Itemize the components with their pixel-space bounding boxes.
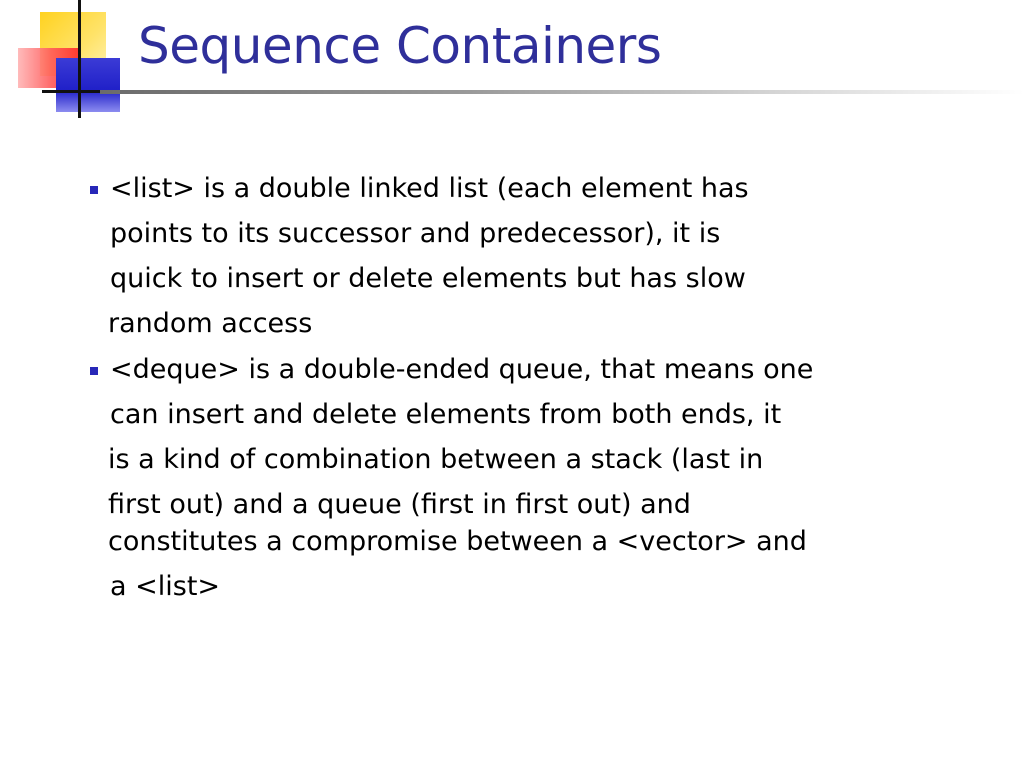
bullet-2-line-3: is a kind of combination between a stack… (108, 444, 764, 475)
title-underline (100, 90, 1024, 94)
bullet-1-line-3: quick to insert or delete elements but h… (110, 263, 746, 294)
slide-title: Sequence Containers (138, 17, 662, 75)
blue-square-decoration (56, 58, 120, 112)
bullet-2-line-5: constitutes a compromise between a <vect… (108, 526, 807, 557)
bullet-2-line-2: can insert and delete elements from both… (110, 399, 782, 430)
bullet-2-line-6: a <list> (110, 571, 221, 602)
decorative-squares-logo (0, 0, 140, 120)
horizontal-rule-decoration (42, 90, 140, 93)
bullet-1-line-4: random access (108, 308, 313, 339)
bullet-1-line-1: <list> is a double linked list (each ele… (110, 173, 749, 204)
bullet-marker (90, 367, 98, 375)
bullet-2-line-1: <deque> is a double-ended queue, that me… (110, 354, 814, 385)
vertical-rule-decoration (78, 0, 81, 118)
bullet-2-line-4: first out) and a queue (first in first o… (108, 489, 691, 520)
bullet-1-line-2: points to its successor and predecessor)… (110, 218, 721, 249)
bullet-marker (90, 186, 98, 194)
